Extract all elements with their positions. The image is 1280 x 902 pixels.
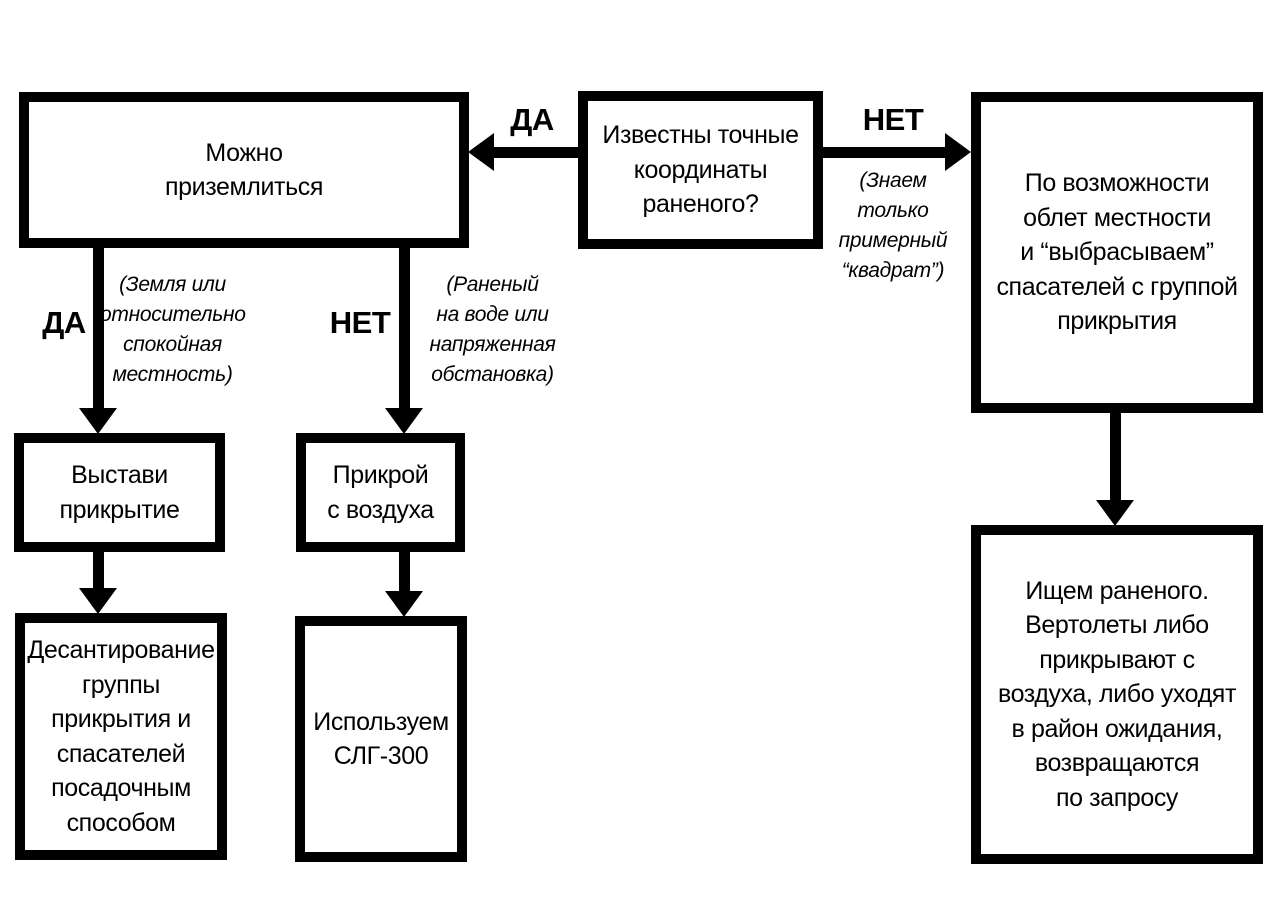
note-ground-calm-area: (Земля или относительно спокойная местно…	[100, 273, 246, 387]
note-approximate-square: (Знаем только примерный “квадрат”)	[838, 169, 948, 283]
node-overfly-drop: По возможности облет местности и “выбрас…	[971, 92, 1263, 413]
arrow-no-to-cover-air-icon	[385, 248, 423, 434]
label-yes-top: ДА	[510, 102, 554, 137]
arrow-yes-to-can-land-icon	[468, 133, 578, 171]
arrow-air-to-slg-icon	[385, 550, 423, 617]
label-no-top: НЕТ	[862, 102, 924, 137]
label-no-mid: НЕТ	[329, 305, 391, 340]
arrow-no-to-overfly-icon	[823, 133, 971, 171]
node-can-land: Можно приземлиться	[19, 92, 469, 248]
node-use-slg300: Используем СЛГ-300	[295, 616, 467, 862]
node-cover-from-air: Прикрой с воздуха	[296, 433, 465, 552]
arrow-cover-to-descent-icon	[79, 550, 117, 614]
node-landing-descent: Десантирование группы прикрытия и спасат…	[15, 613, 227, 860]
arrow-overfly-to-search-icon	[1096, 411, 1134, 526]
node-coordinates-question: Известны точные координаты раненого?	[578, 91, 823, 249]
note-water-or-tense: (Раненый на воде или напряженная обстано…	[429, 273, 556, 387]
node-search-wounded: Ищем раненого. Вертолеты либо прикрывают…	[971, 525, 1263, 864]
arrow-yes-to-set-cover-icon	[79, 248, 117, 434]
node-set-cover: Выстави прикрытие	[14, 433, 225, 552]
label-yes-left: ДА	[42, 305, 86, 340]
